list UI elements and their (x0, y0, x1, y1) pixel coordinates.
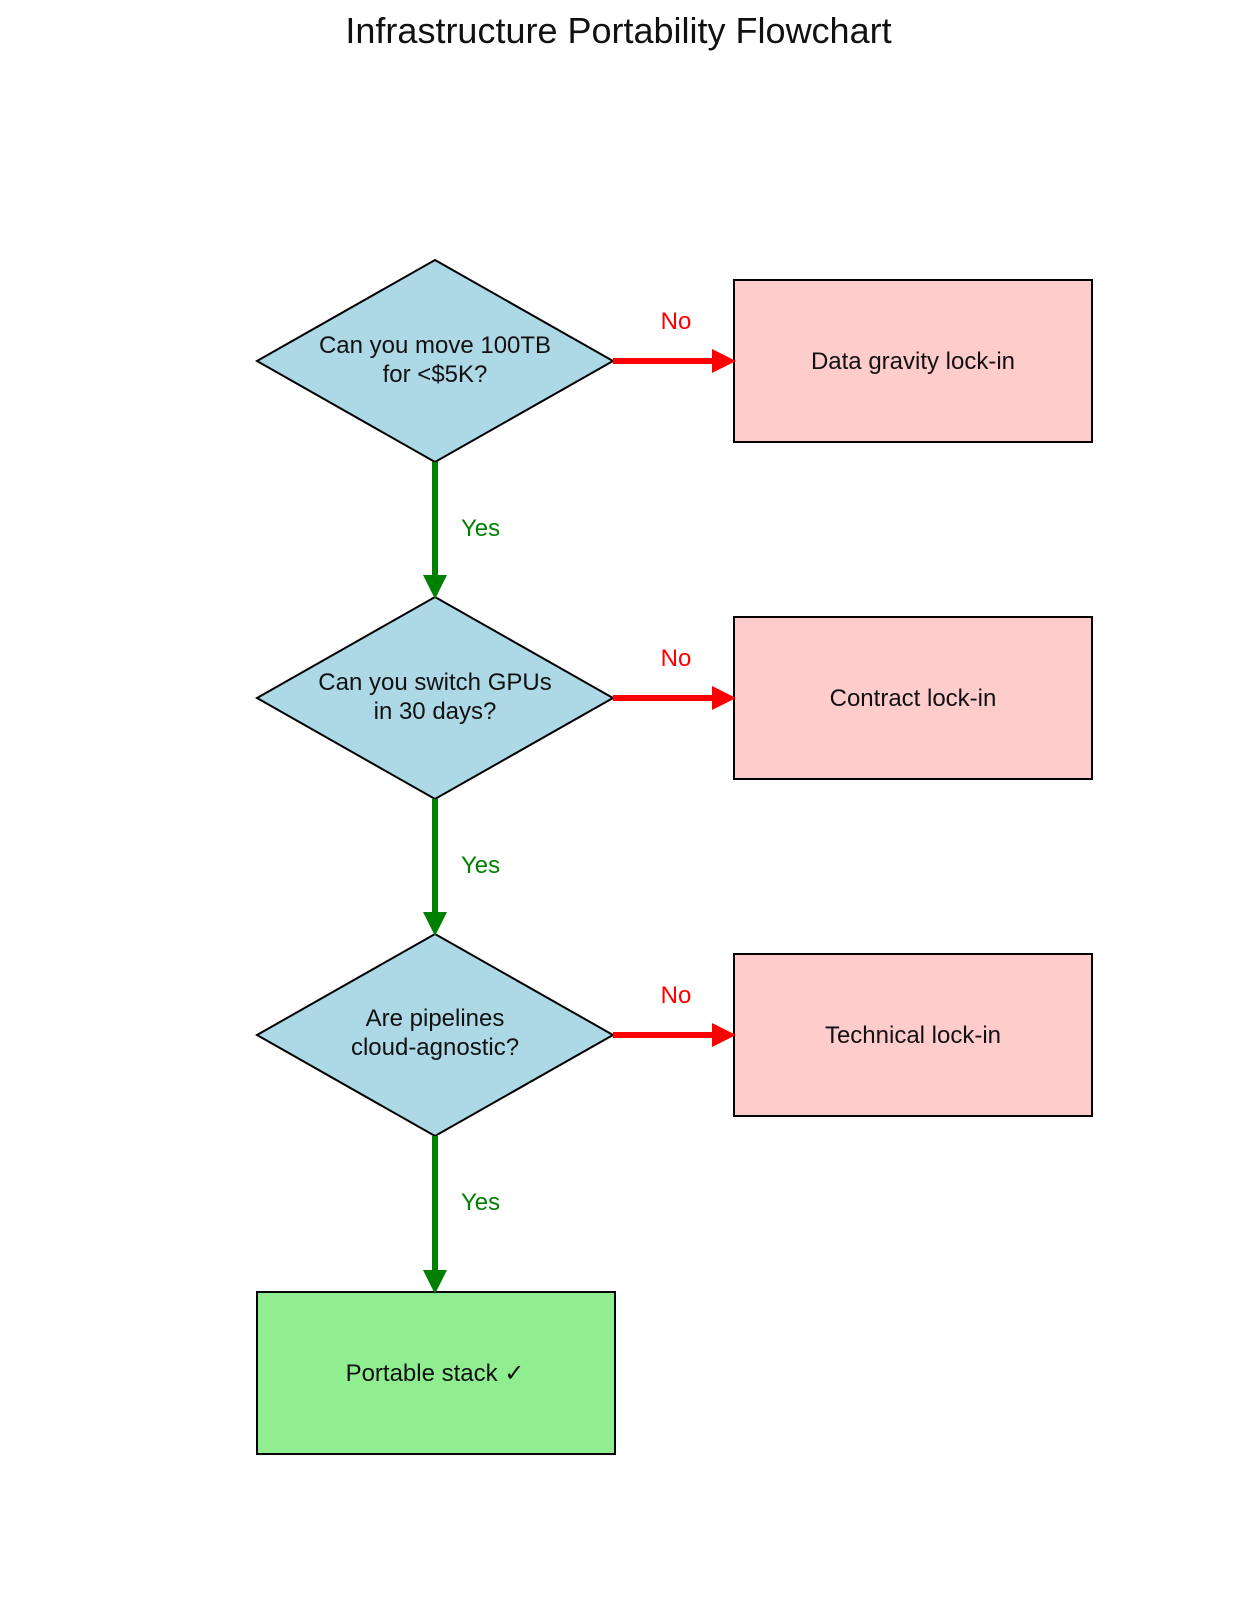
outcome-box (733, 616, 1093, 780)
outcome-node-3: Technical lock-in (733, 953, 1093, 1117)
decision-text-line1: Can you move 100TB (319, 332, 551, 359)
no-edge-3: No (613, 982, 736, 1047)
yes-edge-1: Yes (423, 462, 500, 599)
outcome-label: Data gravity lock-in (811, 348, 1015, 375)
decision-text-line1: Are pipelines (366, 1005, 505, 1032)
no-arrow-head (712, 349, 736, 373)
yes-arrow-head (423, 912, 447, 936)
outcome-node-1: Data gravity lock-in (733, 279, 1093, 443)
no-edge-2: No (613, 645, 736, 710)
decision-text-line1: Can you switch GPUs (318, 669, 551, 696)
outcome-label: Technical lock-in (825, 1022, 1001, 1049)
decision-node-2: Can you switch GPUs in 30 days? (254, 595, 616, 801)
no-label: No (661, 645, 692, 672)
decision-node-1: Can you move 100TB for <$5K? (254, 258, 616, 464)
outcome-node-2: Contract lock-in (733, 616, 1093, 780)
diagram-title: Infrastructure Portability Flowchart (345, 10, 892, 51)
no-edge-1: No (613, 308, 736, 373)
decision-text-line2: for <$5K? (383, 361, 488, 388)
decision-text-line2: in 30 days? (374, 698, 497, 725)
yes-label: Yes (461, 515, 500, 542)
yes-edge-2: Yes (423, 799, 500, 936)
no-label: No (661, 308, 692, 335)
decision-text-line2: cloud-agnostic? (351, 1034, 519, 1061)
outcome-label: Contract lock-in (830, 685, 997, 712)
yes-label: Yes (461, 1189, 500, 1216)
final-label: Portable stack ✓ (346, 1360, 525, 1387)
no-arrow-head (712, 1023, 736, 1047)
no-label: No (661, 982, 692, 1009)
decision-node-3: Are pipelines cloud-agnostic? (254, 932, 616, 1138)
final-box (256, 1291, 616, 1455)
outcome-box (733, 279, 1093, 443)
yes-arrow-head (423, 575, 447, 599)
yes-label: Yes (461, 852, 500, 879)
final-node: Portable stack ✓ (256, 1291, 616, 1455)
no-arrow-head (712, 686, 736, 710)
yes-arrow-head (423, 1270, 447, 1294)
yes-edge-3: Yes (423, 1136, 500, 1294)
